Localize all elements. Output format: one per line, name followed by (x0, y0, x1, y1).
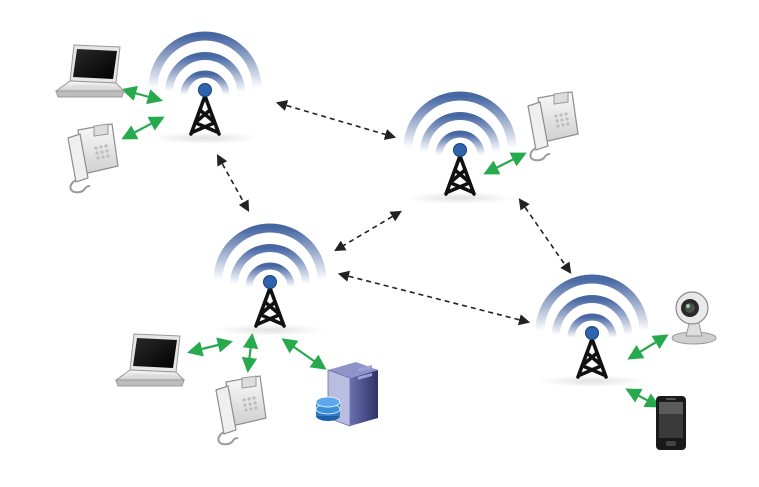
link-tower-c-laptop-c (187, 337, 233, 357)
tower-c-icon (215, 228, 325, 336)
link-tower-c-tower-d (337, 270, 531, 326)
tower-d-icon (537, 279, 647, 387)
link-tower-a-tower-c (216, 154, 250, 212)
webcam-d-icon (671, 291, 717, 345)
phone-b-icon (527, 91, 579, 162)
laptop-a-icon (55, 44, 125, 98)
link-tower-d-mobile-d (625, 388, 661, 408)
device-links (121, 85, 669, 408)
phone-a-icon (67, 123, 119, 194)
tower-a-icon (150, 36, 260, 144)
phone-c-icon (215, 375, 267, 446)
link-tower-b-tower-d (518, 198, 572, 274)
link-tower-a-phone-a (121, 116, 165, 140)
laptop-c-icon (115, 333, 185, 387)
tower-b-icon (405, 96, 515, 204)
link-tower-b-phone-b (483, 152, 527, 175)
link-tower-b-tower-c (334, 210, 402, 252)
server-c-icon (315, 362, 378, 427)
link-tower-c-phone-c (241, 332, 259, 374)
link-tower-a-tower-b (275, 100, 397, 140)
mobile-d-icon (656, 396, 686, 450)
link-tower-d-webcam-d (627, 334, 669, 360)
link-tower-a-laptop-a (121, 85, 163, 105)
link-tower-c-server-c (281, 338, 327, 370)
backbone-links (216, 100, 572, 326)
